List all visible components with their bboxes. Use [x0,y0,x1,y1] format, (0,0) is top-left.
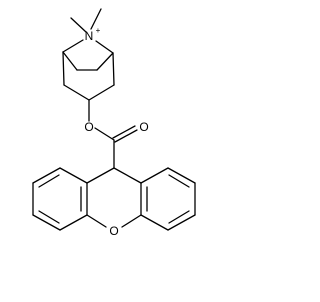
bond-c2-c3 [63,84,90,101]
bond-c9-left-ring [86,167,115,184]
ring-oxygen-label: O [109,224,118,238]
ester-linkage [88,99,138,169]
methyl-bond-left [70,17,87,33]
left-ring-inner-2 [38,174,60,188]
right-ring-bond-5 [140,214,169,231]
bond-carbonyl-double-a [112,125,136,139]
bond-c9-right-ring [113,167,142,184]
nitrogen-label: N [85,29,94,43]
bond-c4-bridgehead-right [112,52,115,86]
left-ring-inner-3 [38,210,60,224]
bond-right-ring-ring-oxygen [121,214,142,228]
left-ring-bond-1 [59,167,88,184]
bond-n-bridgehead-right [95,40,114,54]
right-benzene-ring [140,167,196,231]
atom-labels: N + O O O [84,26,148,238]
left-benzene-ring [32,167,88,231]
left-ring-bond-4 [32,214,61,231]
bond-bridgehead-left-c6 [62,51,78,71]
right-ring-bond-4 [167,214,196,231]
bond-c7-bridgehead-right [96,52,114,71]
bond-ester-oxygen-carbonyl-carbon [94,127,115,141]
left-ring-bond-5 [59,214,88,231]
ester-oxygen-label: O [84,120,93,134]
nitrogen-charge-label: + [96,26,101,35]
carbonyl-oxygen-label: O [139,120,148,134]
tropane-cage [62,8,115,101]
right-ring-bond-2 [167,167,196,184]
methyl-bond-right [90,8,102,30]
left-ring-bond-2 [32,167,61,184]
right-ring-inner-3 [168,210,190,224]
right-ring-inner-2 [168,174,190,188]
bond-left-ring-ring-oxygen [86,214,107,228]
bond-bridgehead-left-c2 [62,51,65,86]
bond-carbonyl-double-b [114,129,138,143]
right-ring-bond-1 [140,167,169,184]
bond-c3-c4 [88,84,115,101]
xanthene-core [32,167,196,231]
chemical-structure: N + O O O [32,8,196,238]
bond-n-bridgehead-left [62,39,84,53]
